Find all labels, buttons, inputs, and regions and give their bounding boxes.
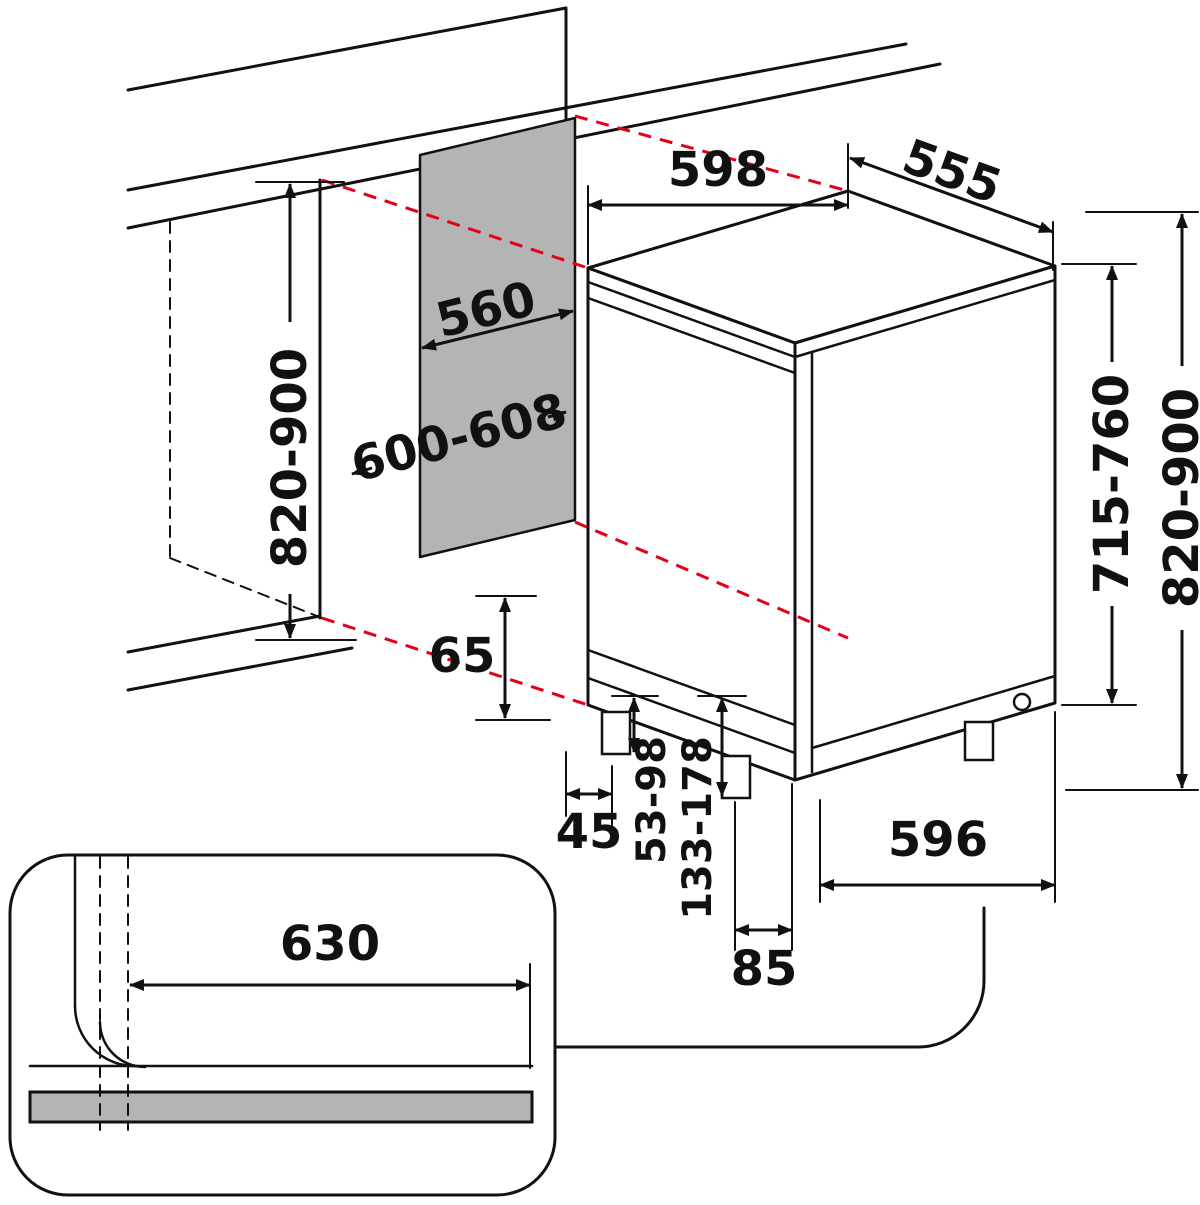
countertop-edge-line: [126, 6, 568, 92]
side-top-seam-line: [793, 278, 1057, 359]
door-bottom-line: [586, 648, 797, 727]
dimension-arrow: [849, 156, 1054, 234]
dim-top-width-label: 598: [668, 142, 768, 198]
dim-niche-height: 820-900: [255, 181, 357, 641]
plinth-top-line: [586, 676, 797, 755]
foot-adjuster-hole: [1012, 692, 1032, 712]
dim-adjust-range-label: 65: [429, 628, 496, 684]
dim-base-depth: 596: [819, 711, 1056, 903]
dimension-arrow: [351, 464, 373, 476]
dim-detail-width-label: 630: [280, 916, 380, 972]
front-left-foot: [600, 710, 632, 756]
countertop-front-top-line: [126, 42, 908, 192]
dim-range-small: 53-98: [611, 695, 675, 864]
dimension-arrow: [421, 308, 574, 351]
floor-lower-line: [126, 646, 354, 692]
plinth-board: [28, 1090, 534, 1124]
detail-inset: 630: [8, 853, 557, 1197]
dim-top-depth-label: 555: [895, 129, 1008, 216]
dim-appliance-height-label: 715-760: [1084, 374, 1140, 594]
detail-connector-line: [553, 906, 986, 1049]
dishwasher-box: [586, 189, 1057, 800]
dim-range-large: 133-178: [675, 695, 747, 920]
projection-lines: [321, 114, 849, 707]
dim-range-small-label: 53-98: [629, 736, 675, 864]
projection-line-bottom-left: [321, 616, 589, 707]
dim-niche-height-label: 820-900: [262, 348, 318, 568]
dimension-arrow: [547, 409, 567, 422]
rear-foot: [963, 720, 995, 762]
dim-detail-width: 630: [129, 916, 531, 1069]
dim-overall-height: 820-900: [1065, 211, 1200, 791]
dim-gap-front-label: 45: [556, 804, 623, 860]
dim-base-depth-label: 596: [888, 812, 988, 868]
niche-hidden-floor-line: [169, 557, 323, 619]
dim-adjust-range: 65: [429, 595, 551, 721]
door-top-seam-line: [586, 280, 797, 359]
inset-border: [8, 853, 557, 1197]
floor-front-line: [126, 614, 322, 654]
dim-range-large-label: 133-178: [675, 736, 721, 920]
dim-top-width: 598: [587, 142, 849, 265]
appliance-side-face: [793, 264, 1057, 782]
dim-gap-front: 45: [556, 751, 623, 860]
dim-plinth-setback-label: 85: [731, 941, 798, 997]
dim-appliance-height: 715-760: [1061, 263, 1140, 706]
dim-overall-height-label: 820-900: [1154, 388, 1200, 608]
side-plinth-line: [810, 674, 1057, 750]
door-trim-line: [586, 296, 797, 375]
projection-line-top-left: [321, 178, 589, 270]
dim-plinth-setback: 85: [731, 783, 798, 997]
front-right-foot: [720, 754, 752, 800]
projection-line-bottom-right: [574, 520, 849, 640]
projection-line-top-right: [574, 114, 849, 193]
